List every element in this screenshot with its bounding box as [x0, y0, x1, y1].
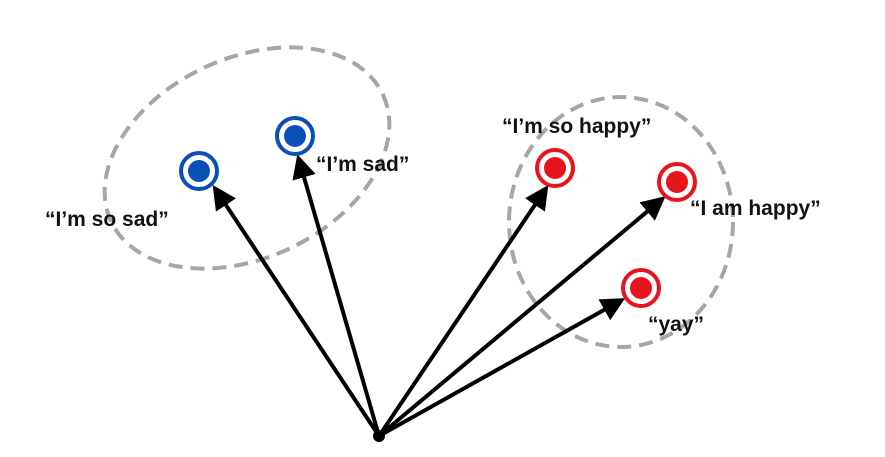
point-label: “I am happy”: [690, 197, 821, 220]
positive-point: [535, 148, 575, 188]
point-label: “I’m so sad”: [45, 208, 169, 231]
vector-arrow: [377, 196, 666, 438]
positive-point: [621, 268, 661, 308]
point-label: “I’m so happy”: [502, 115, 652, 138]
vector-arrow: [292, 154, 381, 437]
negative-cluster-ellipse: [102, 45, 392, 271]
vector-arrow: [378, 298, 626, 438]
positive-cluster-ellipse: [507, 95, 735, 349]
point-label: “yay”: [648, 313, 705, 336]
negative-point: [179, 151, 219, 191]
positive-point: [657, 162, 697, 202]
negative-point: [275, 116, 315, 156]
origin-point: [373, 430, 385, 442]
point-label: “I’m sad”: [316, 153, 410, 176]
vector-arrow: [377, 185, 549, 438]
vector-arrow: [212, 184, 381, 438]
